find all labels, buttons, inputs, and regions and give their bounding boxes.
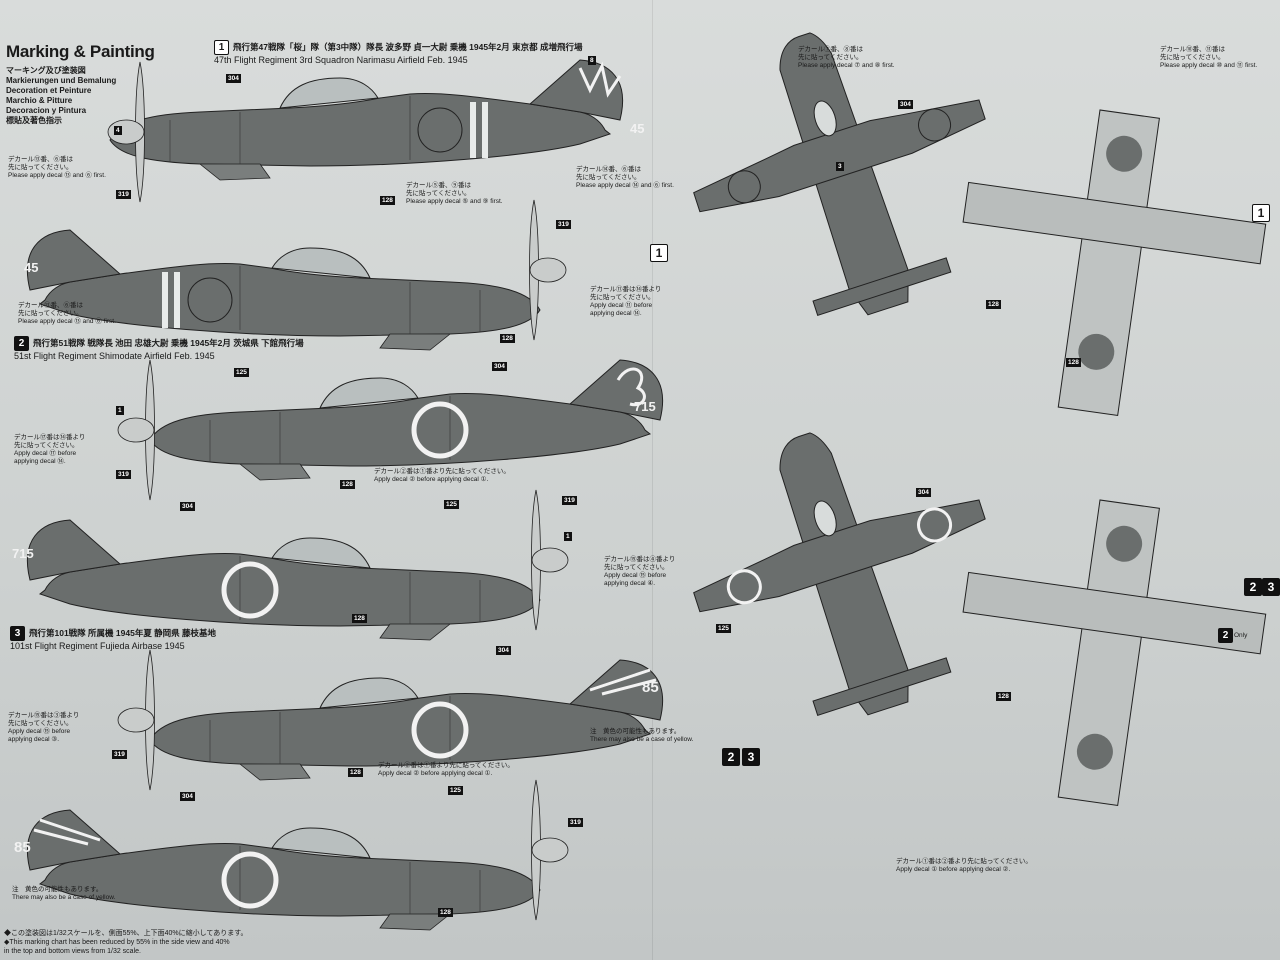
note-2: デカール⑤番、⑨番は先に貼ってください。Please apply decal ⑤… <box>406 182 503 205</box>
page-title: Marking & Painting <box>6 42 155 61</box>
part-125: 125 <box>234 368 249 377</box>
tail-code-1b: 45 <box>24 260 38 275</box>
part-128g: 128 <box>986 300 1001 309</box>
part-304: 304 <box>226 74 241 83</box>
part-319: 319 <box>116 190 131 199</box>
note-1: デカール⑬番、⑥番は先に貼ってください。Please apply decal ⑬… <box>8 156 106 179</box>
tail-code-2b: 715 <box>12 546 34 561</box>
part-304e: 304 <box>180 792 195 801</box>
part-3: 3 <box>836 162 844 171</box>
part-319f: 319 <box>568 818 583 827</box>
part-128: 128 <box>380 196 395 205</box>
part-319b: 319 <box>556 220 571 229</box>
note-14: デカール⑩番、⑪番は先に貼ってください。Please apply decal ⑩… <box>1160 46 1258 69</box>
note-9: デカール⑮番は③番より先に貼ってください。Apply decal ⑮ befor… <box>8 712 80 743</box>
part-125d: 125 <box>716 624 731 633</box>
part-304f: 304 <box>898 100 913 109</box>
tail-code-3a: 85 <box>642 679 659 696</box>
note-12: 注 黄色の可能性もあります。There may also be a case o… <box>12 886 116 901</box>
note-3: デカール⑭番、⑥番は先に貼ってください。Please apply decal ⑭… <box>576 166 674 189</box>
part-319e: 319 <box>112 750 127 759</box>
scheme-badge-2-top: 2 <box>722 748 740 766</box>
note-5: デカール⑰番は⑭番より先に貼ってください。Apply decal ⑰ befor… <box>14 434 86 465</box>
note-13: デカール⑦番、⑧番は先に貼ってください。Please apply decal ⑦… <box>798 46 895 69</box>
only-label: Only <box>1234 632 1248 639</box>
part-1b: 1 <box>564 532 572 541</box>
tail-code-1a: 45 <box>630 121 644 136</box>
note-6: デカール⑪番は⑭番より先に貼ってください。Apply decal ⑪ befor… <box>590 286 662 317</box>
part-128i: 128 <box>1066 358 1081 367</box>
only-badge: 2 <box>1218 628 1233 643</box>
note-4: デカール⑬番、⑥番は先に貼ってください。Please apply decal ⑬… <box>18 302 116 325</box>
scheme-badge-3-bottom: 3 <box>1262 578 1280 596</box>
part-1: 1 <box>116 406 124 415</box>
note-7: デカール②番は①番より先に貼ってください。Apply decal ② befor… <box>374 468 510 483</box>
note-10: デカール②番は①番より先に貼ってください。Apply decal ② befor… <box>378 762 514 777</box>
part-128b: 128 <box>500 334 515 343</box>
center-fold <box>652 0 653 960</box>
part-8: 8 <box>588 56 596 65</box>
part-304c: 304 <box>180 502 195 511</box>
scheme-badge-1-bottom: 1 <box>1252 204 1270 222</box>
scheme-badge-2-bottom: 2 <box>1244 578 1262 596</box>
part-319c: 319 <box>116 470 131 479</box>
part-304d: 304 <box>496 646 511 655</box>
note-15: デカール①番は②番より先に貼ってください。Apply decal ① befor… <box>896 858 1032 873</box>
part-128e: 128 <box>348 768 363 777</box>
part-304b: 304 <box>492 362 507 371</box>
part-304g: 304 <box>916 488 931 497</box>
part-128c: 128 <box>340 480 355 489</box>
part-128d: 128 <box>352 614 367 623</box>
part-125b: 125 <box>444 500 459 509</box>
note-8: デカール⑮番は④番より先に貼ってください。Apply decal ⑮ befor… <box>604 556 676 587</box>
language-list: マーキング及び塗装図 Markierungen und Bemalung Dec… <box>6 66 117 125</box>
footnote: ◆この塗装図は1/32スケールを、側面55%、上下面40%に縮小してあります。 … <box>4 930 248 955</box>
scheme-badge-1-top: 1 <box>650 244 668 262</box>
part-4: 4 <box>114 126 122 135</box>
part-128f: 128 <box>438 908 453 917</box>
tail-code-2a: 715 <box>634 399 656 414</box>
tail-code-3b: 85 <box>14 839 31 856</box>
part-125c: 125 <box>448 786 463 795</box>
part-319d: 319 <box>562 496 577 505</box>
note-11: 注 黄色の可能性もあります。There may also be a case o… <box>590 728 694 743</box>
part-128h: 128 <box>996 692 1011 701</box>
scheme-2-badge: 2 <box>14 336 29 351</box>
scheme-badge-3-top: 3 <box>742 748 760 766</box>
